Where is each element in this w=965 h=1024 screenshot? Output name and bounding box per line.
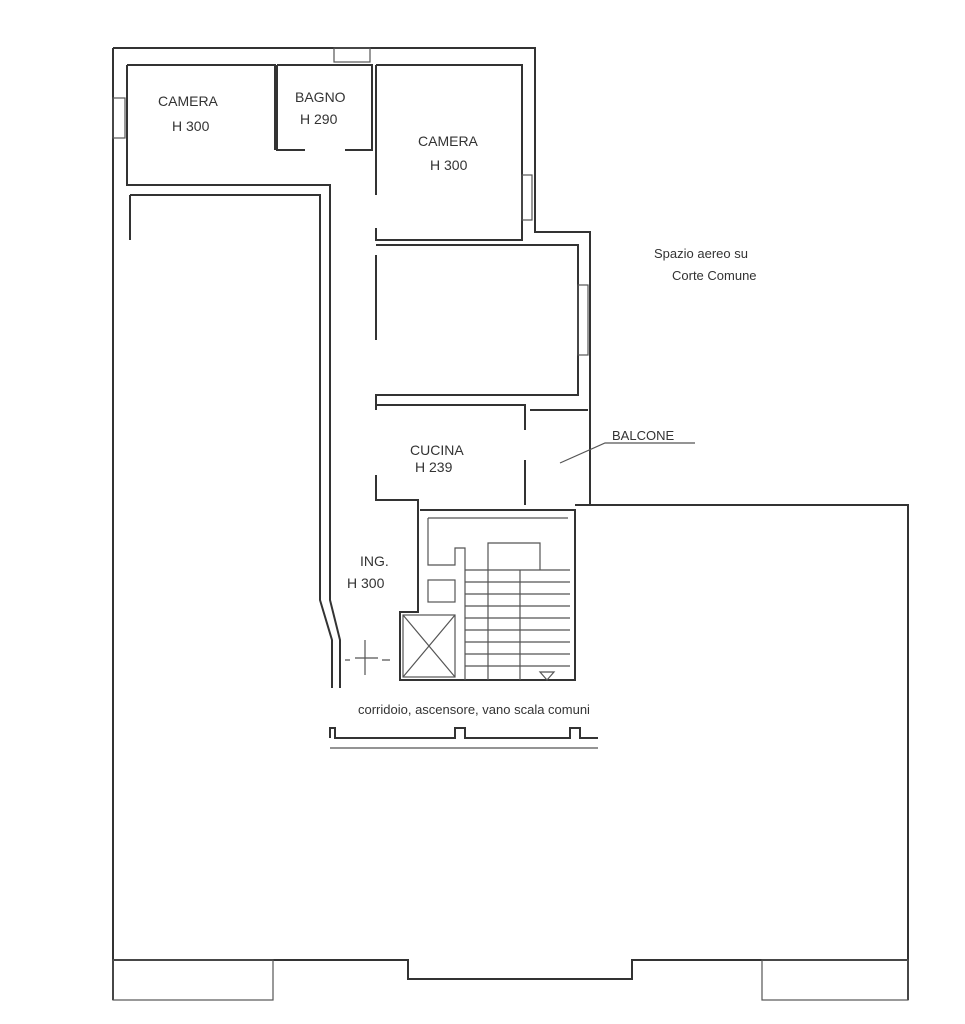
window <box>521 174 533 221</box>
bottom-left-box <box>112 959 274 1001</box>
room-label: CAMERA <box>418 133 479 149</box>
room-height: H 300 <box>430 157 468 173</box>
common-areas-label: corridoio, ascensore, vano scala comuni <box>358 702 590 717</box>
shaft-box <box>427 579 456 603</box>
elevator <box>402 614 456 678</box>
room-label: ING. <box>360 553 389 569</box>
airspace-label: Spazio aereo su <box>654 246 748 261</box>
interior-walls <box>126 64 589 688</box>
room-label: CAMERA <box>158 93 219 109</box>
stair-arrow-icon <box>538 671 556 681</box>
corridor-wall <box>329 727 598 749</box>
stair-block <box>345 509 576 681</box>
outer-walls <box>112 47 909 1001</box>
room-height: H 300 <box>347 575 385 591</box>
room-height: H 300 <box>172 118 210 134</box>
window <box>112 97 126 139</box>
balcony-leader-line <box>559 442 695 464</box>
airspace-label: Corte Comune <box>672 268 757 283</box>
room-label: CUCINA <box>410 442 464 458</box>
room-height: H 290 <box>300 111 338 127</box>
bottom-right-box <box>761 959 909 1001</box>
room-label: BAGNO <box>295 89 346 105</box>
room-height: H 239 <box>415 459 453 475</box>
window <box>333 47 371 63</box>
window <box>577 284 589 356</box>
balcony-label: BALCONE <box>612 428 674 443</box>
elevator-cross-icon <box>402 614 456 678</box>
labels: CAMERA H 300 BAGNO H 290 CAMERA H 300 CU… <box>158 89 757 717</box>
